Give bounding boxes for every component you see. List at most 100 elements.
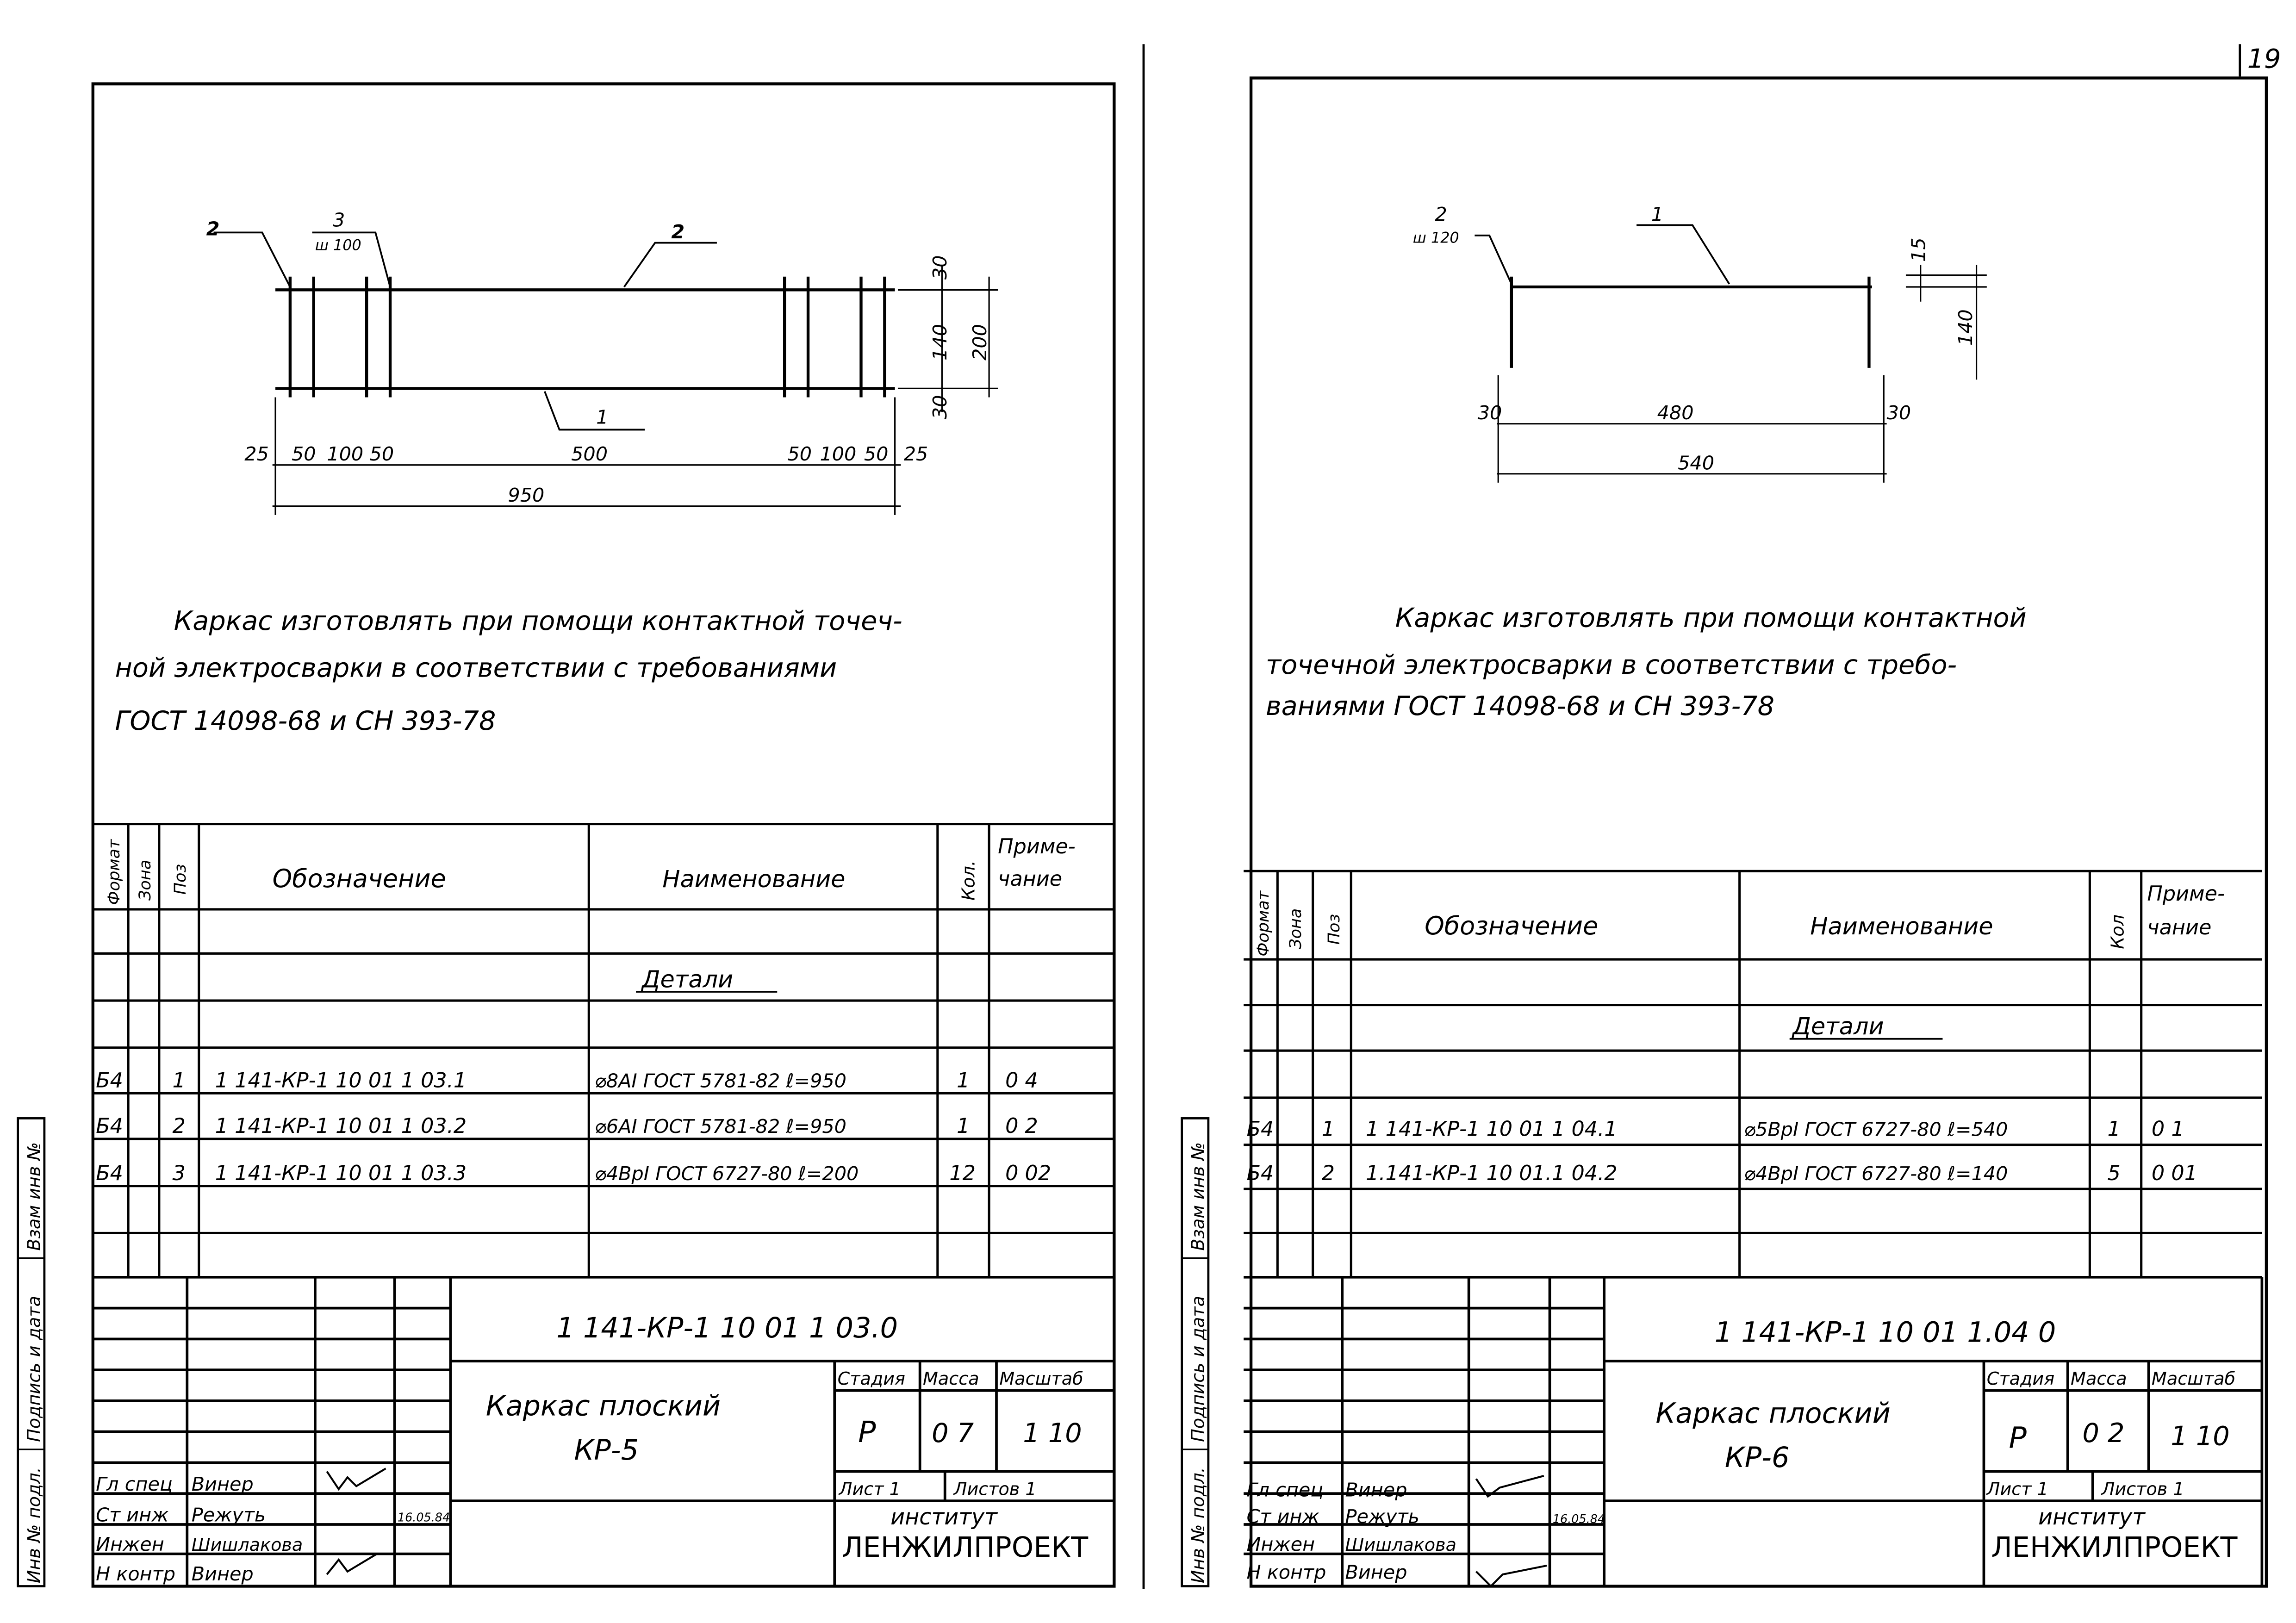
label: институт: [2038, 1505, 2146, 1530]
label: 1 141-КР-1 10 01 1 04.1: [1366, 1118, 1617, 1141]
drawing-code: 1 141-КР-1 10 01 1.04 0: [1715, 1317, 2056, 1349]
label: Листов 1: [953, 1479, 1037, 1499]
label: 30: [1478, 402, 1502, 424]
label: 12: [949, 1162, 976, 1185]
label: Б4: [1247, 1162, 1274, 1185]
label: Каркас изготовлять при помощи контактной…: [174, 606, 902, 636]
drawing-name: Каркас плоский: [486, 1390, 721, 1423]
label: ⌀4ВрI ГОСТ 6727-80 ℓ=200: [595, 1163, 859, 1185]
label: 50: [370, 443, 394, 465]
label: Винер: [1345, 1479, 1407, 1501]
label: 540: [1678, 452, 1714, 474]
label: Масштаб: [2152, 1368, 2235, 1389]
label: Р: [2009, 1421, 2027, 1455]
label: 2: [1322, 1162, 1335, 1185]
title-block-kr6: [1244, 1275, 2264, 1586]
label: 1: [596, 406, 608, 429]
drawing-mark: КР-5: [574, 1434, 639, 1467]
label: Винер: [192, 1473, 254, 1495]
table-row: Б4 2 1.141-КР-1 10 01.1 04.2 ⌀4ВрI ГОСТ 672…: [1247, 1162, 2197, 1185]
label: 25: [244, 443, 269, 465]
label: чание: [2147, 916, 2211, 939]
spec-headers-kr6: Формат Зона Поз Обозначение Наименование…: [1254, 882, 2225, 1040]
label: 5: [2108, 1162, 2121, 1185]
frame-drawing-kr5: [213, 231, 998, 515]
page-number: 19: [2247, 44, 2281, 74]
label: 0 4: [1005, 1069, 1038, 1093]
label: Шишлакова: [1345, 1535, 1456, 1555]
label: Стадия: [1987, 1368, 2054, 1389]
section-details: Детали: [1792, 1013, 1884, 1040]
label: Взам инв №: [1188, 1142, 1208, 1251]
label: Гл спец: [96, 1473, 173, 1495]
label: Взам инв №: [24, 1142, 44, 1251]
label: 2: [206, 218, 220, 240]
label: ГОСТ 14098-68 и СН 393-78: [115, 706, 496, 736]
label: Режуть: [192, 1504, 266, 1526]
label: 1 10: [1023, 1418, 1082, 1449]
label: точечной электросварки в соответствии с …: [1266, 650, 1957, 680]
label: 0 2: [1005, 1114, 1038, 1138]
label: 1.141-КР-1 10 01.1 04.2: [1366, 1162, 1617, 1185]
label: 1 10: [2171, 1421, 2229, 1451]
label: Стадия: [838, 1368, 905, 1389]
label: ЛЕНЖИЛПРОЕКТ: [842, 1531, 1089, 1564]
label: Р: [858, 1415, 876, 1449]
label: Наименование: [1810, 913, 1993, 940]
label: Винер: [192, 1563, 254, 1585]
label: Масса: [2071, 1368, 2127, 1389]
label: Винер: [1345, 1561, 1407, 1584]
label: Гл спец: [1247, 1479, 1324, 1501]
label: 50: [788, 443, 812, 465]
label: 16.05.84: [398, 1511, 450, 1524]
dimension-labels-kr5: 2 3 ш 100 2 1 25 50 100 50 500 50 100 50…: [206, 209, 991, 507]
label: 0 1: [2152, 1118, 2184, 1141]
label: ⌀8АI ГОСТ 5781-82 ℓ=950: [595, 1070, 846, 1092]
label: ш 100: [315, 237, 361, 254]
label: Лист 1: [1986, 1479, 2048, 1499]
drawing-mark: КР-6: [1725, 1442, 1790, 1474]
label: ⌀6АI ГОСТ 5781-82 ℓ=950: [595, 1115, 846, 1138]
label: 1 141-КР-1 10 01 1 03.1: [215, 1069, 467, 1093]
label: ваниями ГОСТ 14098-68 и СН 393-78: [1266, 691, 1774, 721]
spec-table-kr6: [1244, 870, 2262, 1277]
label: Б4: [96, 1069, 123, 1093]
label: Листов 1: [2101, 1479, 2184, 1499]
label: Инжен: [1247, 1533, 1315, 1555]
label: 1 141-КР-1 10 01 1 03.3: [215, 1162, 467, 1185]
label: 1: [1322, 1118, 1335, 1141]
label: 2: [671, 221, 684, 243]
sheet-kr5: 2 3 ш 100 2 1 25 50 100 50 500 50 100 50…: [17, 82, 1116, 1588]
label: 500: [571, 443, 608, 465]
table-row: Б4 1 1 141-КР-1 10 01 1 03.1 ⌀8АI ГОСТ 5781…: [96, 1069, 1038, 1093]
label: Каркас изготовлять при помощи контактной: [1395, 603, 2027, 633]
title-block-text-kr5: 1 141-КР-1 10 01 1 03.0 Каркас плоский К…: [96, 1312, 1089, 1585]
label: ⌀4ВрI ГОСТ 6727-80 ℓ=140: [1744, 1163, 2008, 1185]
label: 50: [864, 443, 889, 465]
label: Н контр: [1247, 1561, 1326, 1584]
label: Инв № подл.: [1188, 1467, 1208, 1583]
section-details: Детали: [641, 965, 733, 993]
label: 50: [292, 443, 316, 465]
label: ной электросварки в соответствии с требо…: [115, 653, 837, 684]
label: Кол: [2108, 914, 2128, 949]
label: Б4: [96, 1162, 123, 1185]
label: 30: [929, 395, 951, 420]
label: 0 7: [932, 1418, 974, 1449]
label: 30: [929, 255, 951, 280]
label: 30: [1887, 402, 1911, 424]
label: Подпись и дата: [1188, 1296, 1208, 1442]
drawing-code: 1 141-КР-1 10 01 1 03.0: [556, 1312, 898, 1344]
label: Ст инж: [1247, 1505, 1319, 1528]
side-stamps-kr5: Инв № подл. Подпись и дата Взам инв №: [17, 1117, 46, 1587]
spec-table-kr5: [93, 822, 1114, 1277]
label: 1: [172, 1069, 185, 1093]
frame-drawing-kr6: [1475, 224, 1987, 483]
label: 1: [2108, 1118, 2121, 1141]
label: 200: [969, 324, 991, 361]
label: Н контр: [96, 1563, 175, 1585]
